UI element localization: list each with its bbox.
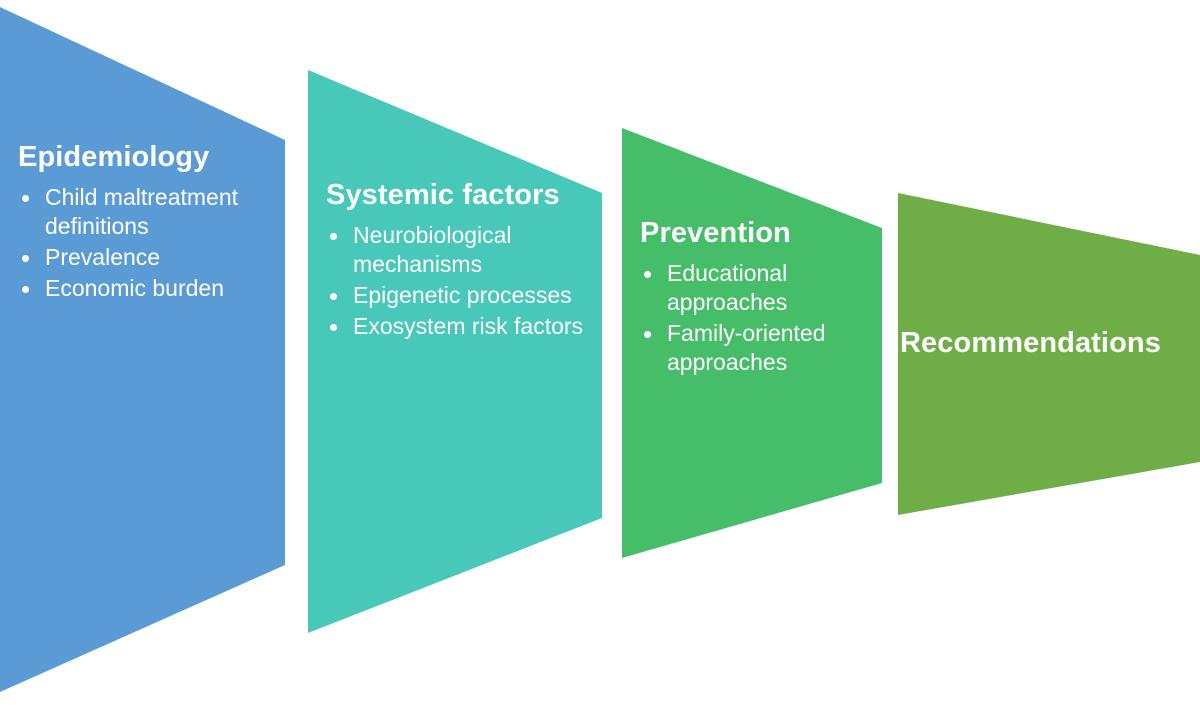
funnel-stage-epidemiology: Epidemiology Child maltreatment definiti… bbox=[18, 140, 270, 305]
list-item: Educational approaches bbox=[640, 259, 876, 317]
bullet-dot-icon bbox=[330, 293, 337, 301]
bullet-dot-icon bbox=[644, 331, 651, 339]
stage-heading-recommendations: Recommendations bbox=[900, 327, 1161, 359]
list-item: Epigenetic processes bbox=[326, 281, 588, 310]
bullet-label: Family-oriented approaches bbox=[667, 320, 826, 376]
bullet-dot-icon bbox=[644, 271, 651, 279]
bullet-label: Child maltreatment definitions bbox=[45, 184, 239, 240]
bullet-dot-icon bbox=[22, 195, 29, 203]
bullet-label: Educational approaches bbox=[667, 260, 788, 316]
stage-bullet-list-prevention: Educational approaches Family-oriented a… bbox=[640, 259, 876, 377]
bullet-label: Economic burden bbox=[45, 275, 224, 302]
funnel-stage-shape-prevention bbox=[622, 128, 882, 558]
stage-heading-prevention: Prevention bbox=[640, 217, 791, 249]
funnel-stage-recommendations: Recommendations bbox=[900, 326, 1200, 360]
funnel-stage-prevention: Prevention Educational approaches Family… bbox=[640, 216, 876, 379]
list-item: Exosystem risk factors bbox=[326, 312, 588, 341]
stage-bullet-list-systemic-factors: Neurobiological mechanisms Epigenetic pr… bbox=[326, 221, 588, 341]
list-item: Child maltreatment definitions bbox=[18, 183, 270, 241]
funnel-stage-shape-epidemiology bbox=[0, 7, 285, 692]
list-item: Family-oriented approaches bbox=[640, 319, 876, 377]
list-item: Prevalence bbox=[18, 243, 270, 272]
stage-bullet-list-epidemiology: Child maltreatment definitions Prevalenc… bbox=[18, 183, 270, 303]
funnel-stage-shape-systemic-factors bbox=[308, 70, 602, 633]
bullet-dot-icon bbox=[330, 233, 337, 241]
list-item: Neurobiological mechanisms bbox=[326, 221, 588, 279]
funnel-stage-systemic-factors: Systemic factors Neurobiological mechani… bbox=[326, 178, 588, 343]
bullet-dot-icon bbox=[22, 255, 29, 263]
stage-heading-systemic-factors: Systemic factors bbox=[326, 179, 560, 211]
bullet-label: Prevalence bbox=[45, 244, 161, 271]
stage-heading-epidemiology: Epidemiology bbox=[18, 141, 210, 173]
bullet-label: Neurobiological mechanisms bbox=[353, 222, 512, 278]
funnel-stage-shape-recommendations bbox=[898, 193, 1200, 515]
bullet-dot-icon bbox=[22, 286, 29, 294]
bullet-label: Exosystem risk factors bbox=[353, 313, 584, 340]
bullet-label: Epigenetic processes bbox=[353, 282, 572, 309]
bullet-dot-icon bbox=[330, 324, 337, 332]
list-item: Economic burden bbox=[18, 274, 270, 303]
